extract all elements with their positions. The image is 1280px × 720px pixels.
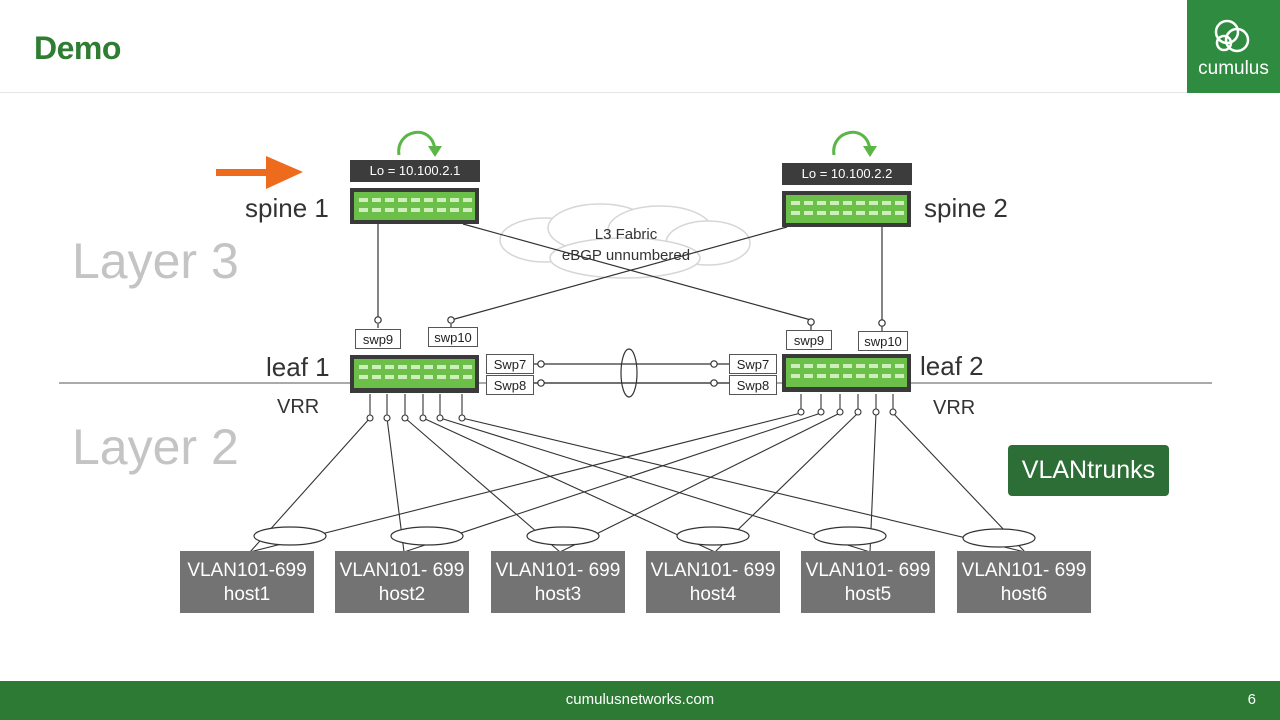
layer3-label: Layer 3 [72, 233, 239, 289]
pointer-arrow-icon [216, 156, 303, 189]
spine2-label: spine 2 [924, 193, 1008, 223]
host-box-6: VLAN101- 699 host6 [957, 551, 1091, 613]
title-divider [0, 92, 1187, 93]
footer-bar: cumulusnetworks.com 6 [0, 681, 1280, 720]
leaf2-port-swp8: Swp8 [729, 375, 777, 395]
bond-ellipse [620, 348, 638, 398]
l3-fabric-cloud [499, 203, 751, 279]
host-vlan: VLAN101- 699 [339, 560, 465, 581]
l3-fabric-text: L3 Fabric eBGP unnumbered [540, 224, 712, 266]
leaf1-port-swp8: Swp8 [486, 375, 534, 395]
loopback-arrow-icon [397, 130, 437, 156]
host-name: host3 [534, 584, 582, 605]
leaf2-port-swp10: swp10 [858, 331, 908, 351]
leaf2-label: leaf 2 [920, 351, 984, 381]
network-diagram [59, 130, 1212, 553]
fabric-line2: eBGP unnumbered [561, 247, 691, 264]
host-name: host4 [689, 584, 737, 605]
host-box-4: VLAN101- 699 host4 [646, 551, 780, 613]
link-spine1-leaf2 [462, 223, 812, 321]
host-vlan: VLAN101- 699 [805, 560, 931, 581]
leaf2-port-swp9: swp9 [786, 330, 832, 350]
spine1-label: spine 1 [245, 193, 329, 223]
host-name: host6 [1000, 584, 1048, 605]
host-name: host1 [223, 584, 271, 605]
host-box-2: VLAN101- 699 host2 [335, 551, 469, 613]
leaf2-switch [782, 354, 911, 392]
loopback-arrowhead-spine1 [428, 146, 442, 157]
vlan-trunks-button[interactable]: VLANtrunks [1008, 445, 1169, 496]
page-number: 6 [1247, 691, 1256, 708]
leaf1-port-swp9: swp9 [355, 329, 401, 349]
cumulus-logo: cumulus [1187, 0, 1280, 93]
slide-title: Demo [34, 30, 121, 66]
leaf1-switch [350, 355, 479, 393]
leaf2-vrr: VRR [933, 397, 976, 419]
layer2-label: Layer 2 [72, 419, 239, 475]
leaf2-port-swp7: Swp7 [729, 354, 777, 374]
leaf1-label: leaf 1 [266, 352, 330, 382]
leaf1-port-swp7: Swp7 [486, 354, 534, 374]
host-name: host5 [844, 584, 892, 605]
host-bond-ellipses [253, 526, 1036, 548]
loopback-arrowhead-spine2 [863, 146, 877, 157]
host-links [249, 412, 1026, 553]
host-vlan: VLAN101- 699 [650, 560, 776, 581]
spine2-switch [782, 191, 911, 227]
leaf1-port-swp10: swp10 [428, 327, 478, 347]
host-name: host2 [378, 584, 426, 605]
logo-wordmark: cumulus [1198, 58, 1269, 79]
link-spine2-leaf1 [450, 226, 788, 321]
host-box-3: VLAN101- 699 host3 [491, 551, 625, 613]
host-box-5: VLAN101- 699 host5 [801, 551, 935, 613]
cumulus-rings-icon [1214, 19, 1250, 53]
spine1-switch [350, 188, 479, 224]
host-box-1: VLAN101-699 host1 [180, 551, 314, 613]
host-vlan: VLAN101-699 [187, 560, 307, 581]
spine2-loopback: Lo = 10.100.2.2 [782, 163, 912, 185]
loopback-arrow-icon [832, 130, 872, 156]
leaf1-vrr: VRR [277, 396, 320, 418]
host-vlan: VLAN101- 699 [961, 560, 1087, 581]
spine1-loopback: Lo = 10.100.2.1 [350, 160, 480, 182]
footer-url: cumulusnetworks.com [565, 691, 715, 708]
host-vlan: VLAN101- 699 [495, 560, 621, 581]
fabric-line1: L3 Fabric [594, 226, 658, 243]
